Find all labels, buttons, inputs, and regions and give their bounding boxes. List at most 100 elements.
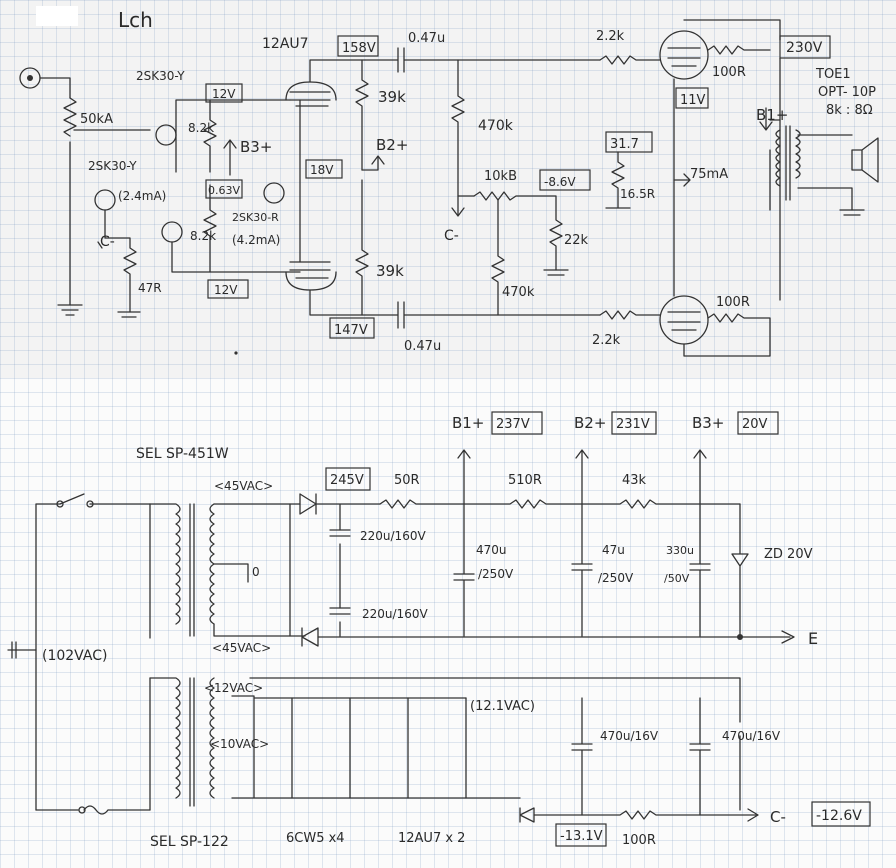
svg-text:10kB: 10kB [484, 169, 517, 184]
volume-pot [63, 97, 77, 137]
svg-text:50R: 50R [394, 473, 420, 488]
svg-text:220u/160V: 220u/160V [362, 607, 428, 621]
svg-text:2.2k: 2.2k [596, 29, 625, 44]
svg-text:470u/16V: 470u/16V [722, 729, 781, 743]
svg-text:39k: 39k [376, 262, 404, 280]
fet-ccs-icon [161, 221, 183, 243]
svg-text:(2.4mA): (2.4mA) [118, 189, 166, 203]
rectifier-diode-neg [519, 807, 535, 823]
svg-text:75mA: 75mA [690, 167, 728, 182]
svg-text:0.47u: 0.47u [408, 31, 445, 46]
svg-text:ZD 20V: ZD 20V [764, 547, 813, 562]
fet-ref-icon [94, 189, 116, 211]
power-switch [56, 500, 64, 508]
svg-text:230V: 230V [786, 40, 823, 56]
svg-text:/50V: /50V [664, 572, 690, 585]
svg-text:-13.1V: -13.1V [560, 829, 603, 844]
svg-text:330u: 330u [666, 544, 694, 557]
svg-text:2SK30-R: 2SK30-R [232, 211, 279, 224]
svg-text:B2+: B2+ [376, 136, 408, 154]
svg-text:43k: 43k [622, 473, 647, 488]
speaker-icon [851, 137, 879, 183]
svg-text:22k: 22k [564, 233, 589, 248]
svg-text:C-: C- [100, 234, 115, 250]
svg-text:(4.2mA): (4.2mA) [232, 233, 280, 247]
svg-text:100R: 100R [716, 295, 750, 310]
svg-text:100R: 100R [622, 833, 656, 848]
svg-text:18V: 18V [310, 163, 334, 177]
svg-text:(12.1VAC): (12.1VAC) [470, 699, 535, 714]
svg-text:12V: 12V [214, 283, 238, 297]
svg-text:B1+: B1+ [452, 414, 484, 432]
svg-text:16.5R: 16.5R [620, 187, 655, 201]
svg-text:8.2k: 8.2k [190, 229, 216, 243]
svg-text:470k: 470k [478, 118, 514, 134]
svg-text:B2+: B2+ [574, 414, 606, 432]
svg-text:B3+: B3+ [240, 138, 272, 156]
svg-text:-8.6V: -8.6V [544, 175, 576, 189]
svg-text:0: 0 [252, 565, 260, 579]
svg-text:47u: 47u [602, 543, 625, 557]
svg-text:470k: 470k [502, 285, 535, 300]
svg-text:B3+: B3+ [692, 414, 724, 432]
svg-text:SEL SP-451W: SEL SP-451W [136, 446, 229, 462]
svg-text:/250V: /250V [598, 571, 634, 585]
svg-text:231V: 231V [616, 417, 650, 432]
svg-text:0.63V: 0.63V [208, 184, 240, 197]
svg-text:<10VAC>: <10VAC> [210, 737, 269, 751]
svg-text:12AU7: 12AU7 [262, 36, 309, 52]
svg-text:158V: 158V [342, 41, 376, 56]
svg-text:237V: 237V [496, 417, 530, 432]
svg-text:50kA: 50kA [80, 112, 113, 127]
redaction-patch [36, 6, 78, 26]
svg-text:OPT- 10P: OPT- 10P [818, 85, 876, 100]
svg-text:-12.6V: -12.6V [816, 808, 862, 824]
svg-text:/250V: /250V [478, 567, 514, 581]
rectifier-diode-upper [299, 493, 317, 515]
svg-text:0.47u: 0.47u [404, 339, 441, 354]
svg-text:SEL SP-122: SEL SP-122 [150, 834, 229, 850]
amplifier-schematic-panel: Lch 50kA 2SK30-Y 2SK30-Y 2SK30-R (2.4mA)… [0, 0, 896, 378]
preamp-tube-upper [285, 81, 337, 101]
svg-text:47R: 47R [138, 281, 162, 295]
svg-text:11V: 11V [680, 93, 706, 108]
svg-text:<12VAC>: <12VAC> [204, 681, 263, 695]
svg-text:470u: 470u [476, 543, 507, 557]
svg-text:12V: 12V [212, 87, 236, 101]
svg-text:B1+: B1+ [756, 106, 788, 124]
svg-text:8.2k: 8.2k [188, 121, 214, 135]
svg-text:470u/16V: 470u/16V [600, 729, 659, 743]
preamp-tube-lower [285, 271, 337, 291]
svg-text:31.7: 31.7 [610, 137, 639, 152]
svg-text:E: E [808, 629, 818, 648]
svg-text:C-: C- [770, 808, 786, 826]
svg-text:147V: 147V [334, 323, 368, 338]
zener-diode-icon [731, 503, 749, 637]
svg-text:2SK30-Y: 2SK30-Y [136, 69, 185, 83]
svg-text:C-: C- [444, 228, 459, 244]
svg-text:2.2k: 2.2k [592, 333, 621, 348]
svg-text:510R: 510R [508, 473, 542, 488]
svg-text:20V: 20V [742, 417, 768, 432]
fuse-icon [78, 806, 86, 814]
svg-text:<45VAC>: <45VAC> [214, 479, 273, 493]
power-supply-drawing: SEL SP-451W SEL SP-122 (102VAC) <45VAC> … [7, 411, 871, 850]
svg-text:8k : 8Ω: 8k : 8Ω [826, 103, 873, 118]
svg-text:39k: 39k [378, 88, 406, 106]
svg-text:100R: 100R [712, 65, 746, 80]
fet-input-icon [155, 124, 177, 146]
output-tube-upper-icon [659, 30, 709, 80]
svg-text:245V: 245V [330, 473, 364, 488]
fet-follower-icon [263, 182, 285, 204]
output-tube-lower-icon [659, 295, 709, 345]
svg-text:6CW5 x4: 6CW5 x4 [286, 831, 345, 846]
power-supply-panel: SEL SP-451W SEL SP-122 (102VAC) <45VAC> … [0, 378, 896, 868]
svg-text:2SK30-Y: 2SK30-Y [88, 159, 137, 173]
rectifier-diode-lower [301, 627, 319, 647]
ac-plug-icon [7, 641, 37, 659]
svg-text:220u/160V: 220u/160V [360, 529, 426, 543]
channel-title: Lch [118, 8, 153, 32]
svg-text:TOE1: TOE1 [815, 67, 851, 82]
svg-text:12AU7 x 2: 12AU7 x 2 [398, 831, 465, 846]
